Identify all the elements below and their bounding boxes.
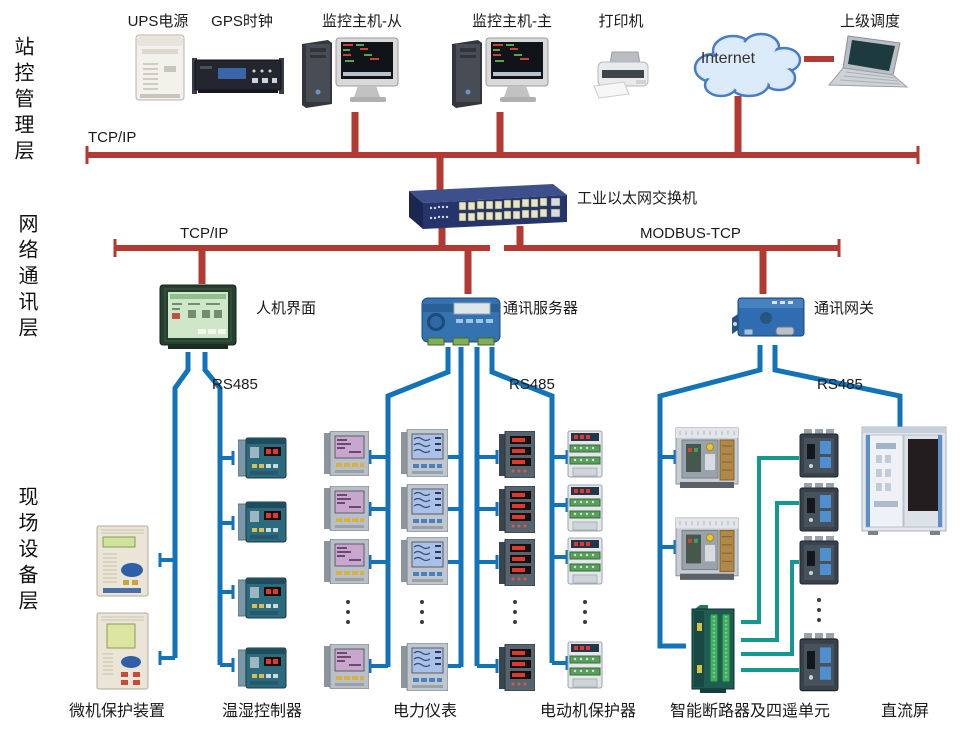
- motor-protector-4: [564, 640, 606, 690]
- mccb-2: [798, 483, 840, 533]
- rs485-label-2: RS485: [509, 376, 555, 393]
- thermo-controller-2: [238, 500, 288, 544]
- dc-panel-label: 直流屏: [880, 703, 929, 720]
- protection-relay-1: [95, 522, 150, 600]
- ethernet-switch-device: [395, 182, 570, 230]
- motor-protector-2: [564, 483, 606, 533]
- layer-label-field: 现场设备层: [15, 486, 37, 616]
- mccb-4: [798, 633, 840, 693]
- layer-label-network: 网络通讯层: [15, 213, 37, 343]
- power-meter-a2: [324, 486, 369, 531]
- led-meter-2: [499, 486, 535, 533]
- motor-protector-1: [564, 429, 606, 479]
- hmi-label: 人机界面: [256, 300, 317, 317]
- rs485-label-1: RS485: [212, 376, 258, 393]
- hmi-device: [158, 283, 238, 351]
- power-meter-a4: [324, 644, 369, 689]
- led-meter-3: [499, 539, 535, 586]
- monitor-host-master-device: [450, 36, 550, 112]
- motor-label: 电动机保护器: [539, 703, 636, 720]
- gps-clock-device: [192, 54, 284, 96]
- power-meter-b2: [401, 484, 448, 532]
- monitor-host-slave-device: [300, 36, 400, 112]
- power-meter-a1: [324, 431, 369, 476]
- printer-device: [592, 50, 652, 100]
- remote-terminal-unit: [686, 605, 740, 693]
- dispatch-label: 上级调度: [839, 13, 900, 30]
- ellipsis-dots: [346, 598, 821, 624]
- power-meter-a3: [324, 539, 369, 584]
- remote-unit-links: [741, 456, 799, 672]
- ups-label: UPS电源: [127, 13, 189, 30]
- led-meter-1: [499, 431, 535, 478]
- printer-label: 打印机: [598, 13, 644, 30]
- dc-panel-cabinet: [860, 425, 948, 537]
- led-meter-4: [499, 644, 535, 691]
- hmi-rs485-b: [202, 352, 223, 665]
- dispatch-laptop-device: [820, 34, 908, 94]
- host-slave-label: 监控主机-从: [322, 13, 402, 30]
- tcpip-mid-label: TCP/IP: [180, 225, 229, 242]
- meters-label: 电力仪表: [392, 703, 457, 720]
- comm-server-device: [420, 292, 502, 348]
- motor-protector-3: [564, 536, 606, 586]
- breakers-label: 智能断路器及四遥单元: [669, 703, 830, 720]
- air-circuit-breaker-1: [674, 424, 740, 492]
- power-meter-b4: [401, 643, 448, 691]
- layer-label-station: 站控管理层: [11, 36, 33, 166]
- thermo-controller-4: [238, 646, 288, 690]
- mccb-3: [798, 536, 840, 586]
- gateway-device: [732, 294, 808, 344]
- tcpip-top-label: TCP/IP: [88, 129, 137, 146]
- power-meter-b3: [401, 537, 448, 585]
- ups-device: [130, 34, 190, 102]
- gw-rs485-1: [657, 345, 763, 649]
- comm-server-label: 通讯服务器: [503, 300, 579, 317]
- internet-label: Internet: [700, 50, 756, 67]
- protection-label: 微机保护装置: [68, 703, 165, 720]
- thermo-controller-3: [238, 576, 288, 620]
- protection-relay-2: [95, 610, 150, 692]
- gateway-label: 通讯网关: [814, 300, 875, 317]
- switch-label: 工业以太网交换机: [577, 190, 698, 207]
- host-master-label: 监控主机-主: [472, 13, 552, 30]
- thermo-controller-1: [238, 436, 288, 480]
- rs485-label-3: RS485: [817, 376, 863, 393]
- air-circuit-breaker-2: [674, 514, 740, 584]
- gps-label: GPS时钟: [211, 13, 273, 30]
- power-meter-b1: [401, 429, 448, 477]
- modbus-label: MODBUS-TCP: [640, 225, 741, 242]
- thermo-label: 温湿控制器: [221, 703, 302, 720]
- hmi-rs485-a: [172, 352, 191, 658]
- mccb-1: [798, 429, 840, 479]
